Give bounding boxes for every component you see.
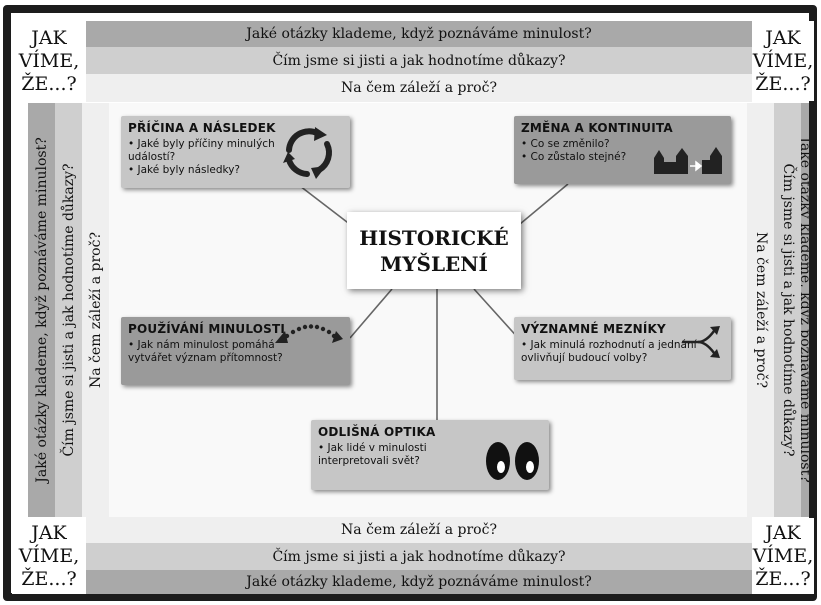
bottom-band-evidence-text: Čím jsme si jisti a jak hodnotíme důkazy… bbox=[272, 548, 566, 565]
corner-bottom-left: JAK VÍME, ŽE...? bbox=[12, 518, 86, 594]
right-band-questions: Jaké otázky klademe, když poznáváme minu… bbox=[801, 103, 809, 517]
left-band-evidence: Čím jsme si jisti a jak hodnotíme důkazy… bbox=[55, 103, 82, 517]
top-band-significance: Na čem záleží a proč? bbox=[86, 74, 752, 102]
corner-line-3: ŽE...? bbox=[755, 72, 811, 95]
connector-turning bbox=[473, 288, 521, 341]
corner-top-right: JAK VÍME, ŽE...? bbox=[752, 21, 814, 101]
connector-use bbox=[349, 288, 393, 339]
change-continuity-item: Co se změnilo? bbox=[521, 138, 724, 151]
corner-line-2: VÍME, bbox=[18, 544, 80, 567]
corner-line-1: JAK bbox=[31, 26, 67, 49]
corner-line-3: ŽE...? bbox=[21, 72, 77, 95]
change-continuity-box: ZMĚNA A KONTINUITA Co se změnilo? Co zůs… bbox=[514, 116, 731, 184]
corner-line-1: JAK bbox=[765, 521, 801, 544]
turning-points-title: VÝZNAMNÉ MEZNÍKY bbox=[521, 322, 666, 336]
top-band-evidence: Čím jsme si jisti a jak hodnotíme důkazy… bbox=[86, 47, 752, 74]
right-band-evidence: Čím jsme si jisti a jak hodnotíme důkazy… bbox=[774, 103, 801, 517]
corner-bottom-right: JAK VÍME, ŽE...? bbox=[752, 518, 814, 594]
top-band-evidence-text: Čím jsme si jisti a jak hodnotíme důkazy… bbox=[272, 52, 566, 69]
turning-points-item: Jak minulá rozhodnutí a jednání ovlivňuj… bbox=[521, 339, 726, 365]
different-optics-box: ODLIŠNÁ OPTIKA Jak lidé v minulosti inte… bbox=[311, 420, 549, 490]
eyes-icon bbox=[486, 442, 539, 480]
center-title: HISTORICKÉ MYŠLENÍ bbox=[359, 225, 509, 276]
cause-effect-item: Jaké byly příčiny minulých událostí? bbox=[128, 138, 288, 164]
left-band-questions: Jaké otázky klademe, když poznáváme minu… bbox=[28, 103, 55, 517]
bottom-band-questions: Jaké otázky klademe, když poznáváme minu… bbox=[86, 570, 752, 594]
change-continuity-title: ZMĚNA A KONTINUITA bbox=[521, 121, 673, 135]
corner-line-3: ŽE...? bbox=[755, 567, 811, 590]
corner-line-1: JAK bbox=[31, 521, 67, 544]
dotted-arc-arrow-icon bbox=[275, 324, 343, 343]
bottom-band-significance-text: Na čem záleží a proč? bbox=[341, 522, 497, 538]
use-of-past-box: POUŽÍVÁNÍ MINULOSTI Jak nám minulost pom… bbox=[121, 317, 350, 385]
change-continuity-item: Co zůstalo stejné? bbox=[521, 151, 724, 164]
left-band-significance: Na čem záleží a proč? bbox=[82, 103, 109, 517]
different-optics-item: Jak lidé v minulosti interpretovali svět… bbox=[318, 442, 478, 468]
bottom-band-evidence: Čím jsme si jisti a jak hodnotíme důkazy… bbox=[86, 543, 752, 570]
right-band-significance: Na čem záleží a proč? bbox=[747, 103, 774, 517]
top-band-significance-text: Na čem záleží a proč? bbox=[341, 80, 497, 96]
cause-effect-item: Jaké byly následky? bbox=[128, 164, 288, 177]
different-optics-title: ODLIŠNÁ OPTIKA bbox=[318, 425, 436, 439]
buildings-change-icon bbox=[654, 147, 722, 174]
corner-line-2: VÍME, bbox=[752, 544, 814, 567]
corner-line-3: ŽE...? bbox=[21, 567, 77, 590]
cause-effect-title: PŘÍČINA A NÁSLEDEK bbox=[128, 121, 276, 135]
cycle-icon bbox=[283, 127, 332, 179]
bottom-band-questions-text: Jaké otázky klademe, když poznáváme minu… bbox=[246, 574, 592, 590]
corner-line-1: JAK bbox=[765, 26, 801, 49]
corner-top-left: JAK VÍME, ŽE...? bbox=[12, 21, 86, 101]
use-of-past-title: POUŽÍVÁNÍ MINULOSTI bbox=[128, 322, 286, 336]
corner-line-2: VÍME, bbox=[18, 49, 80, 72]
cause-effect-box: PŘÍČINA A NÁSLEDEK Jaké byly příčiny min… bbox=[121, 116, 350, 188]
top-band-questions: Jaké otázky klademe, když poznáváme minu… bbox=[86, 21, 752, 47]
center-box: HISTORICKÉ MYŠLENÍ bbox=[347, 212, 521, 289]
turning-points-box: VÝZNAMNÉ MEZNÍKY Jak minulá rozhodnutí a… bbox=[514, 317, 731, 380]
bottom-band-significance: Na čem záleží a proč? bbox=[86, 517, 752, 543]
top-band-questions-text: Jaké otázky klademe, když poznáváme minu… bbox=[246, 26, 592, 42]
corner-line-2: VÍME, bbox=[752, 49, 814, 72]
fork-arrow-icon bbox=[682, 326, 720, 358]
use-of-past-item: Jak nám minulost pomáhá vytvářet význam … bbox=[128, 339, 308, 365]
